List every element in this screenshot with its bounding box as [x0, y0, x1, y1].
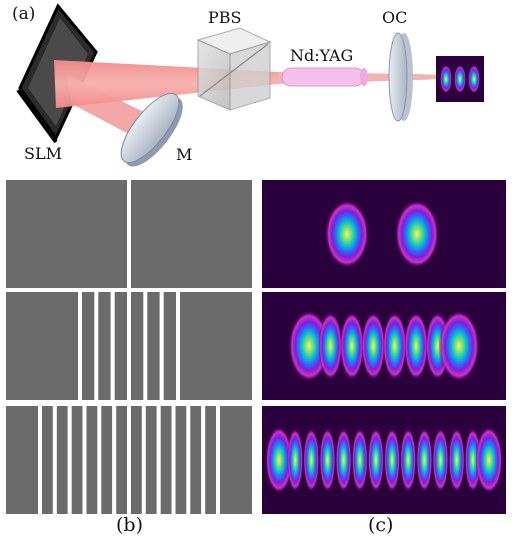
output-beam-lobe — [468, 65, 480, 93]
oc-label: OC — [382, 8, 408, 27]
hologram-strip — [6, 292, 78, 400]
hologram-strip — [116, 406, 127, 514]
beam-lobe — [351, 428, 368, 492]
hologram-strip — [220, 406, 252, 514]
beam-lobe — [448, 428, 465, 492]
hologram-strip — [180, 292, 252, 400]
pbs-diagonal — [199, 43, 269, 97]
hologram-strip — [6, 180, 127, 288]
slm-label: SLM — [24, 144, 62, 163]
hologram-strip — [145, 406, 157, 514]
mirror-front — [120, 92, 180, 164]
setup-schematic — [16, 3, 484, 167]
output-beam-lobe — [440, 65, 452, 93]
beam-lobe — [475, 426, 503, 494]
hologram-strip — [131, 406, 142, 514]
hologram-strip — [114, 292, 127, 400]
beam-lobe — [404, 312, 429, 380]
pattern-column — [262, 180, 506, 514]
beam-lobe — [464, 428, 481, 492]
hologram-strip — [86, 406, 98, 514]
beam-lobe — [303, 428, 320, 492]
hologram-strip — [101, 406, 113, 514]
output-beam-lobe — [454, 65, 466, 93]
panel-c-tag: (c) — [368, 514, 394, 536]
beam-lobe — [335, 428, 352, 492]
nd-yag-label: Nd:YAG — [290, 46, 354, 65]
pattern-background — [262, 180, 506, 288]
beam-lobe — [367, 428, 384, 492]
hologram-strip — [190, 406, 202, 514]
hologram-column — [6, 180, 252, 514]
beam-lobe — [400, 428, 417, 492]
oc-lens-front — [388, 32, 408, 122]
beam-lobe — [265, 426, 293, 494]
slm-frame-edge — [16, 88, 58, 144]
hologram-strip — [98, 292, 111, 400]
hologram-strip — [42, 406, 53, 514]
beam-lobe — [287, 428, 304, 492]
hologram-strip — [56, 406, 68, 514]
beam-lobe — [361, 312, 386, 380]
hologram-strip — [163, 292, 176, 400]
hologram-strip — [131, 292, 144, 400]
beam-lobe — [416, 428, 433, 492]
beam-output — [420, 74, 438, 80]
pbs-label: PBS — [208, 8, 242, 27]
beam-lobe — [382, 312, 407, 380]
beam-lobe — [384, 428, 401, 492]
hologram-strip — [131, 180, 252, 288]
beam-lobe — [318, 312, 343, 380]
panel-a-tag: (a) — [12, 4, 36, 24]
hologram-strip — [160, 406, 172, 514]
hologram-strip — [6, 406, 38, 514]
beam-lobe — [395, 200, 439, 268]
beam-lobe — [438, 310, 480, 382]
beam-lobe — [325, 200, 369, 268]
mirror-label: M — [176, 145, 193, 164]
hologram-strip — [205, 406, 216, 514]
hologram-strip — [82, 292, 95, 400]
hologram-strip — [175, 406, 187, 514]
hologram-strip — [147, 292, 160, 400]
beam-lobe — [339, 312, 364, 380]
pbs-cube-side — [229, 41, 271, 111]
nd-yag-face — [360, 68, 368, 86]
output-pattern-lobes — [440, 65, 480, 93]
beam-lobe — [319, 428, 336, 492]
nd-yag-rod — [281, 67, 365, 87]
beam-lobe — [288, 310, 330, 382]
hologram-strip — [71, 406, 83, 514]
panel-b-tag: (b) — [116, 514, 143, 536]
beam-lobe — [432, 428, 449, 492]
